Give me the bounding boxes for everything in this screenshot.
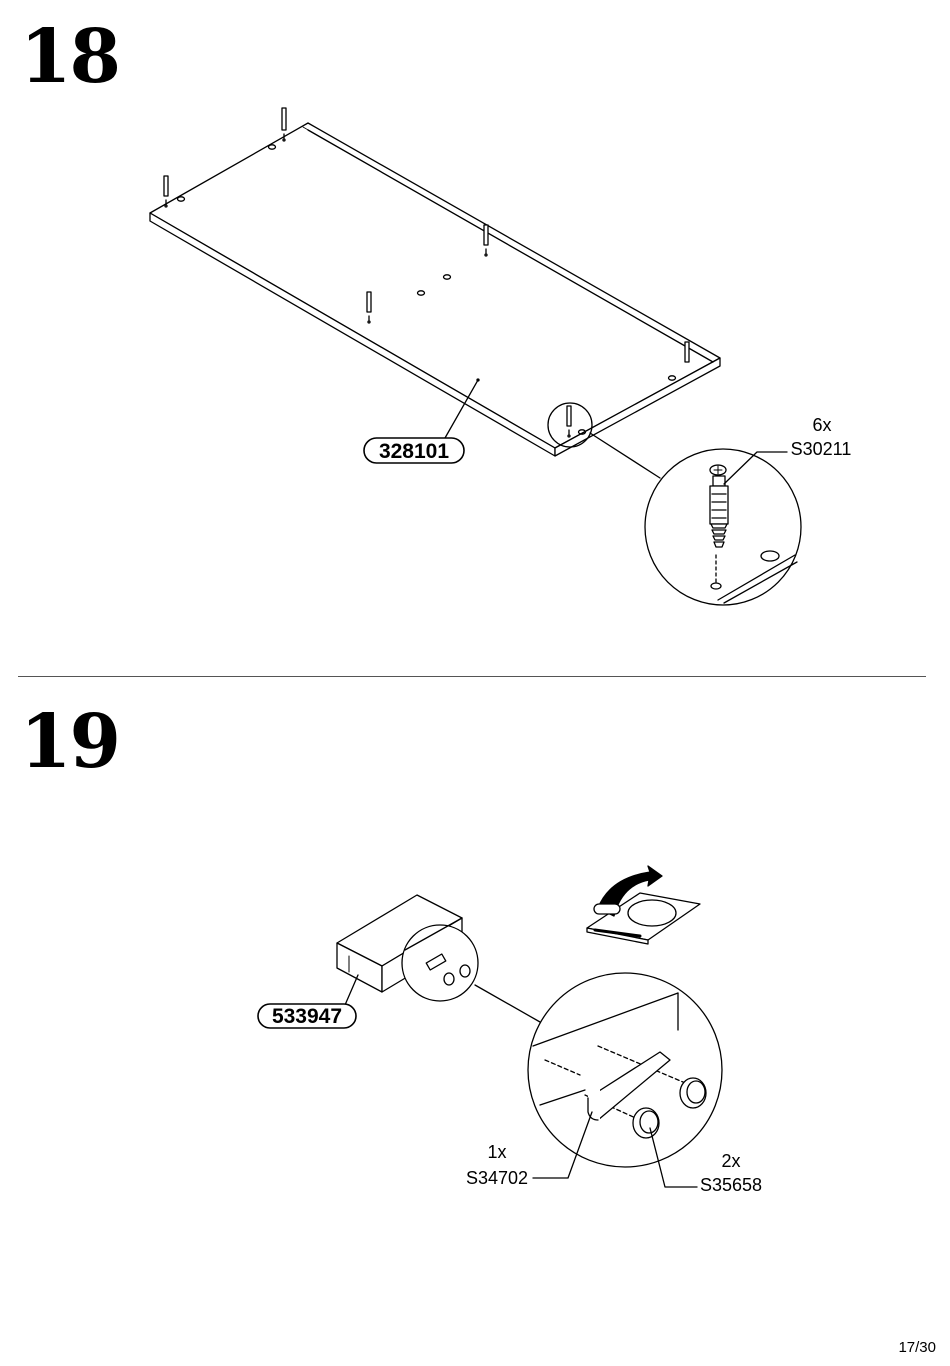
- fitting-qty-1x: 1x: [487, 1142, 506, 1162]
- panel-board-328101: [150, 123, 720, 456]
- fitting-qty-6x: 6x: [812, 415, 831, 435]
- part-number-328101: 328101: [379, 440, 449, 463]
- detail-zoom-connector: [528, 973, 722, 1167]
- fitting-qty-2x: 2x: [721, 1151, 740, 1171]
- part-number-533947: 533947: [272, 1005, 342, 1028]
- fitting-code-s35658: S35658: [700, 1175, 762, 1195]
- detail-zoom-dowel: [645, 449, 801, 605]
- fitting-code-s34702: S34702: [466, 1168, 528, 1188]
- fitting-code-s30211: S30211: [791, 439, 852, 459]
- rotate-arrow-icon: [587, 866, 700, 944]
- page-number: 17/30: [898, 1339, 936, 1356]
